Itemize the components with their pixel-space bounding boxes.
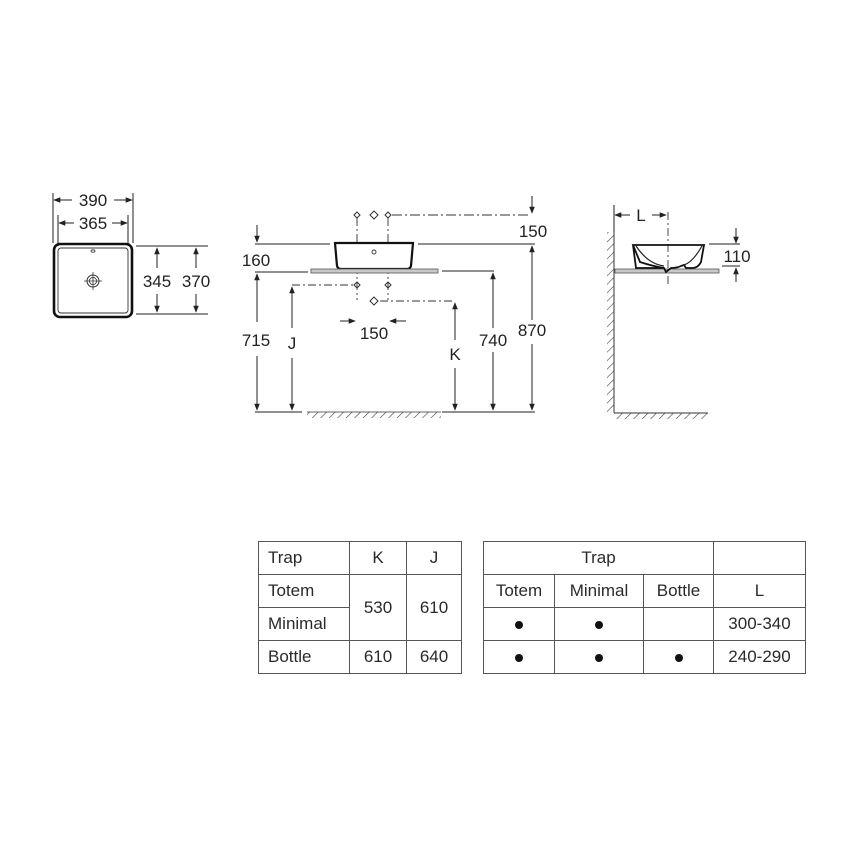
wall-hatch	[607, 232, 614, 413]
drain-icon	[84, 272, 102, 290]
header-trap-group: Trap	[483, 541, 714, 575]
table-header-row: Trap K J	[258, 541, 462, 575]
dim-floor-to-top-left: 715	[242, 331, 270, 350]
header-totem: Totem	[483, 574, 555, 608]
cell-bottle	[643, 640, 714, 674]
table-subheader-row: Totem Minimal Bottle L	[483, 574, 806, 608]
front-view: 150 160 715 J 150 K	[242, 196, 547, 418]
dim-floor-to-top: 870	[518, 321, 546, 340]
bullet-icon	[595, 621, 603, 629]
tap-hole-markers	[353, 210, 392, 220]
basin-front-outline	[333, 241, 415, 271]
k-value: 530	[349, 574, 407, 641]
side-view: L 110	[607, 205, 751, 419]
table-row: Totem 530 610	[258, 574, 462, 641]
l-range: 300-340	[713, 607, 806, 641]
dim-outer-depth: 370	[182, 272, 210, 291]
header-bottle: Bottle	[643, 574, 714, 608]
dim-trap-k: K	[449, 345, 461, 364]
dim-floor-to-counter: 740	[479, 331, 507, 350]
table-row: Bottle 610 640	[258, 640, 462, 674]
basin-plan-outline	[52, 242, 134, 319]
bullet-icon	[674, 654, 683, 662]
basin-section-outline	[631, 244, 706, 274]
table-row: 240-290	[483, 640, 806, 674]
trap-name: Bottle	[258, 640, 350, 674]
header-k: K	[349, 541, 407, 575]
trap-l-table: Trap Totem Minimal Bottle L 300-340 240-…	[483, 541, 806, 674]
header-trap: Trap	[258, 541, 350, 575]
dim-outer-width: 390	[79, 191, 107, 210]
dim-basin-height: 160	[242, 251, 270, 270]
trap-height-table: Trap K J Totem 530 610 Minimal Bottle 61…	[258, 541, 462, 674]
k-value: 610	[349, 640, 407, 674]
table-row: Minimal	[258, 607, 462, 641]
dim-trap-j: J	[288, 334, 297, 353]
dim-wall-distance: L	[636, 206, 645, 225]
j-value: 610	[406, 574, 462, 641]
dim-waste-spacing: 150	[360, 324, 388, 343]
table-header-row: Trap	[483, 541, 806, 575]
countertop	[310, 268, 439, 274]
cell-minimal	[554, 640, 644, 674]
cell-totem	[483, 640, 555, 674]
j-value: 640	[406, 640, 462, 674]
overflow-hole-icon	[90, 249, 96, 253]
bullet-icon	[515, 654, 523, 662]
cell-bottle	[643, 607, 714, 641]
trap-name: Totem	[258, 574, 350, 608]
header-minimal: Minimal	[554, 574, 644, 608]
bullet-icon	[595, 654, 603, 662]
cell-minimal	[554, 607, 644, 641]
cell-totem	[483, 607, 555, 641]
floor-hatch	[307, 412, 441, 418]
trap-name: Minimal	[258, 607, 350, 641]
header-l: L	[713, 574, 806, 608]
l-range: 240-290	[713, 640, 806, 674]
header-j: J	[406, 541, 462, 575]
dim-tap-height: 150	[519, 222, 547, 241]
dim-inner-width: 365	[79, 214, 107, 233]
bullet-icon	[515, 621, 523, 629]
header-blank	[713, 541, 806, 575]
dim-basin-visible-height: 110	[723, 247, 750, 266]
dim-inner-depth: 345	[143, 272, 171, 291]
plan-view: 390 365 345 370	[52, 191, 210, 319]
table-row: 300-340	[483, 607, 806, 641]
